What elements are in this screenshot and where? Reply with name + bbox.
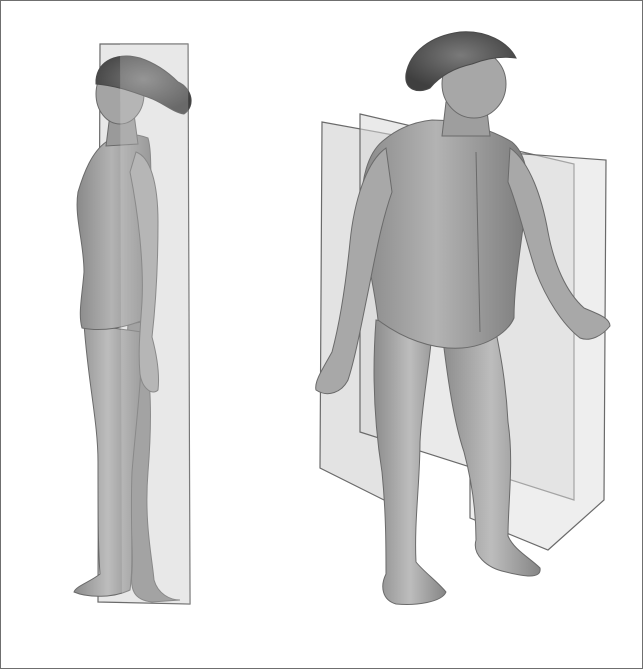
side-view-figure — [74, 44, 191, 604]
three-quarter-figure — [316, 32, 610, 605]
side-plane-overlay — [120, 44, 190, 604]
